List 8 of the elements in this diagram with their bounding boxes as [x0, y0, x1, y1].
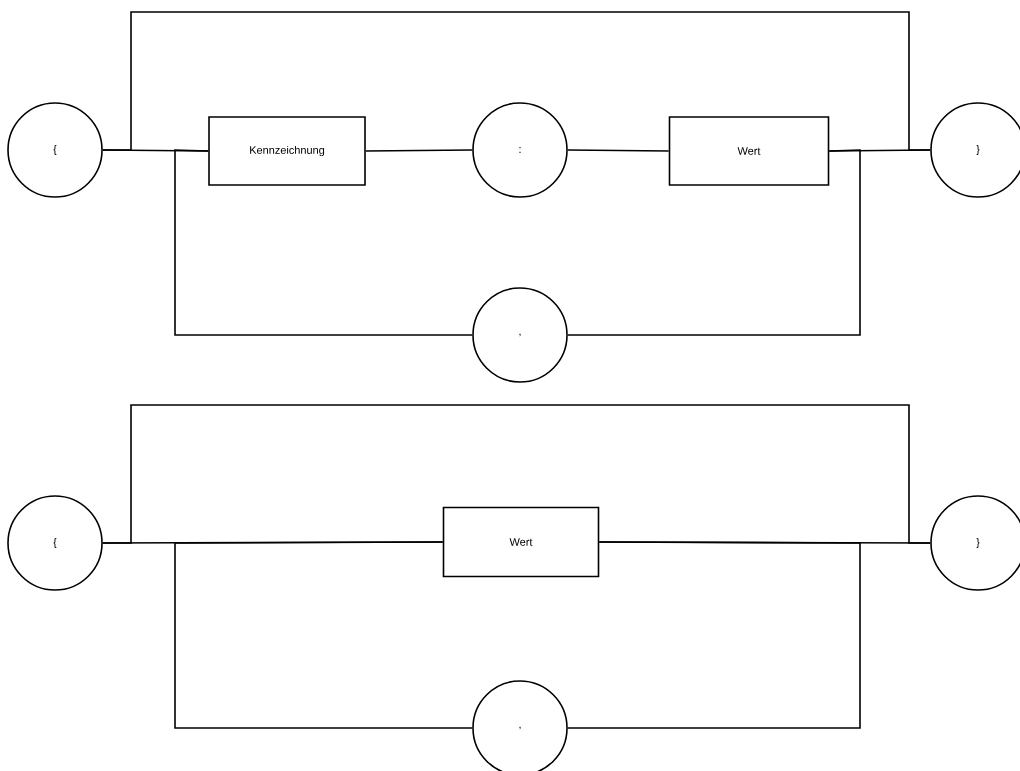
connector-line	[567, 149, 861, 336]
connector-line	[102, 11, 931, 151]
connector-line	[365, 149, 473, 152]
connector-line	[567, 149, 670, 152]
connector-line	[174, 541, 473, 729]
connector-line	[567, 541, 861, 729]
connector-line	[174, 149, 473, 336]
connector-line	[102, 404, 931, 544]
